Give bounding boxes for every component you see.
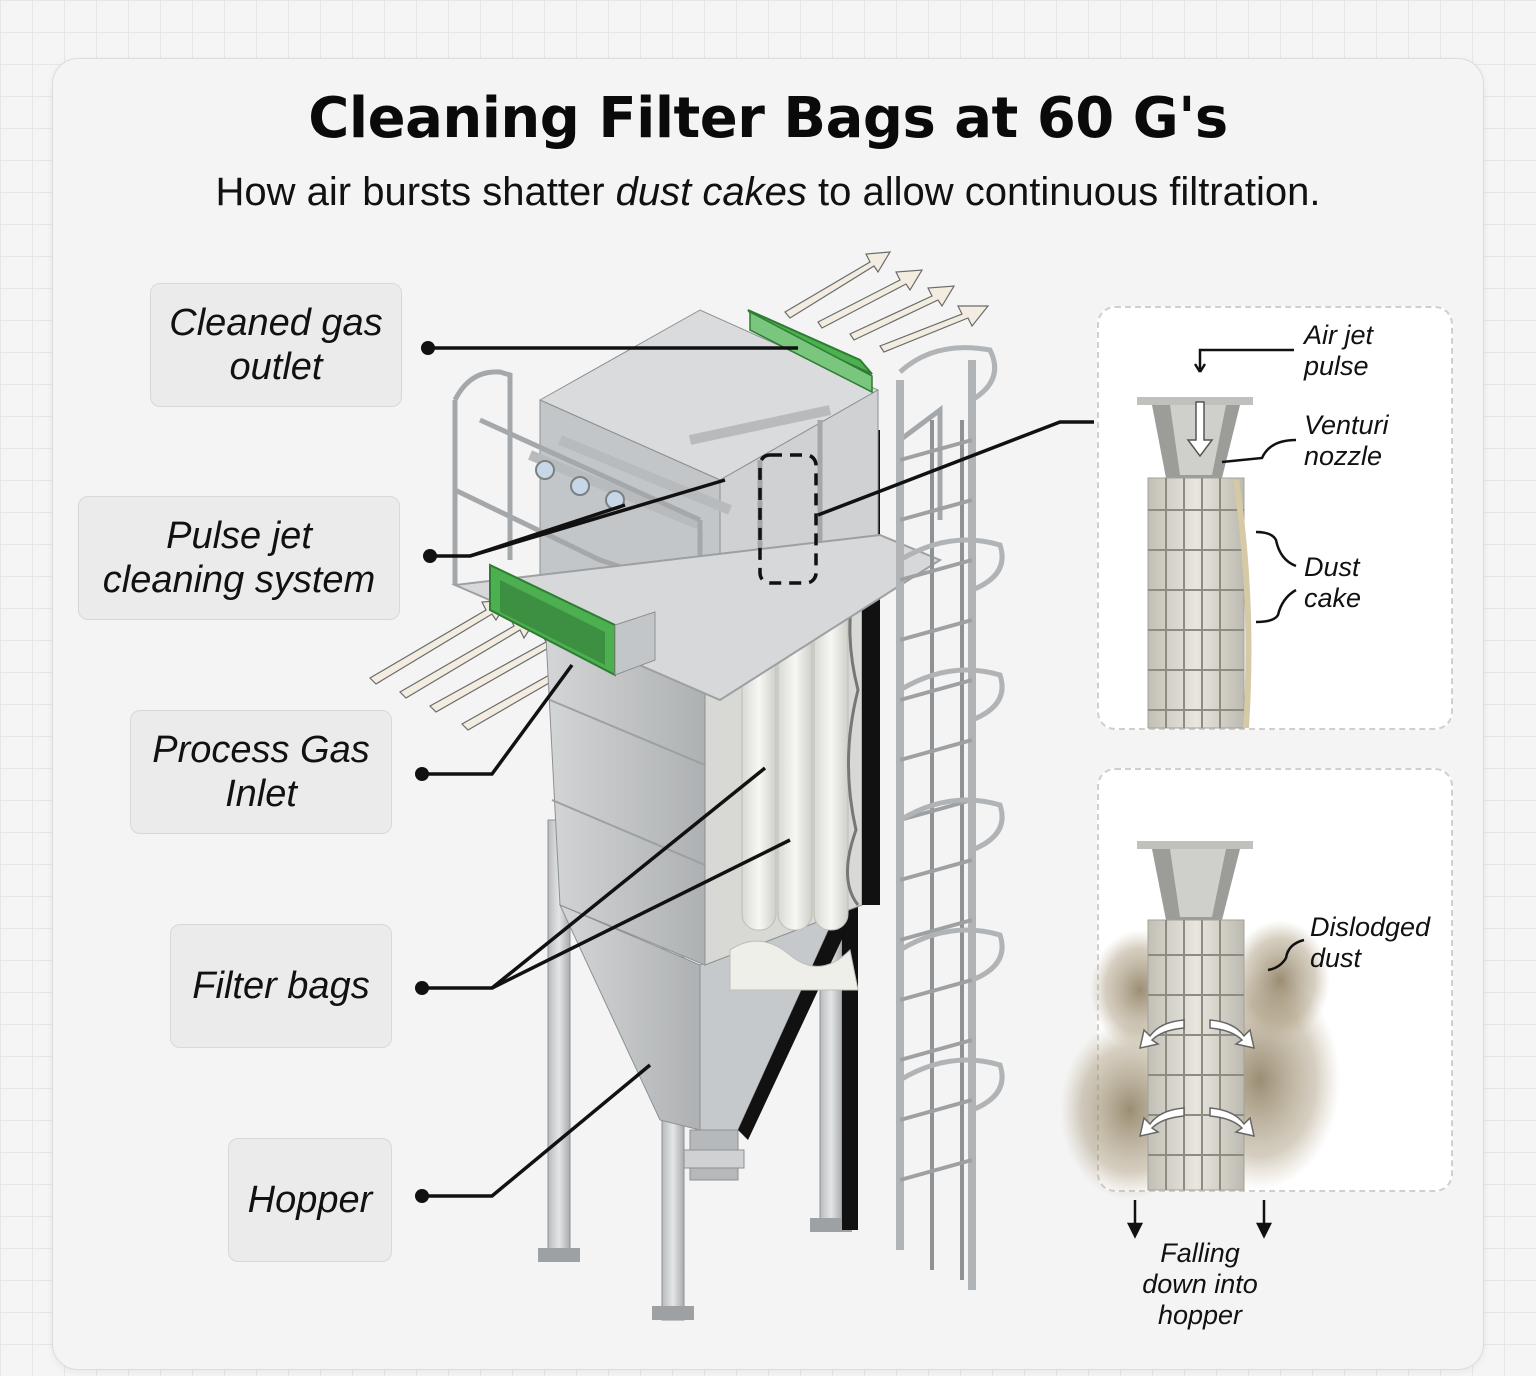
leader-hopper xyxy=(422,1063,652,1198)
label-pulse-jet-text: Pulse jet cleaning system xyxy=(102,515,376,601)
outlet-gas-arrows xyxy=(784,251,990,353)
leader-inset xyxy=(817,420,1094,517)
leader-dots xyxy=(415,341,437,1203)
page-title: Cleaning Filter Bags at 60 G's xyxy=(308,86,1228,151)
callout-air-jet-pulse: Air jet pulse xyxy=(1304,320,1374,381)
label-process-gas-inlet: Process Gas Inlet xyxy=(130,710,392,834)
subtitle-after: to allow continuous filtration. xyxy=(806,170,1321,214)
label-pulse-jet: Pulse jet cleaning system xyxy=(78,496,400,620)
label-process-gas-inlet-text: Process Gas Inlet xyxy=(152,729,370,815)
label-hopper: Hopper xyxy=(228,1138,392,1262)
label-filter-bags-text: Filter bags xyxy=(192,965,370,1007)
subtitle-before: How air bursts shatter xyxy=(215,170,616,214)
access-ladder xyxy=(896,345,1005,1290)
label-filter-bags: Filter bags xyxy=(170,924,392,1048)
callout-falling-into-hopper: Falling down into hopper xyxy=(1142,1238,1258,1330)
callout-dislodged-dust: Dislodged dust xyxy=(1310,912,1431,973)
label-hopper-text: Hopper xyxy=(247,1179,373,1221)
leader-process-gas-inlet xyxy=(422,663,574,776)
callout-dust-cake: Dust cake xyxy=(1304,552,1362,613)
platform-railing xyxy=(451,369,943,702)
leader-pulse-jet-branch xyxy=(469,503,626,558)
label-cleaned-gas-outlet-text: Cleaned gas outlet xyxy=(169,302,383,388)
leader-filter-bags-branch xyxy=(491,838,791,990)
label-cleaned-gas-outlet: Cleaned gas outlet xyxy=(150,283,402,407)
callout-venturi-nozzle: Venturi nozzle xyxy=(1304,410,1389,471)
bag-top-highlight xyxy=(758,453,818,585)
hopper-cone xyxy=(558,904,858,1181)
inlet-flange xyxy=(489,563,656,677)
page-subtitle: How air bursts shatter dust cakes to all… xyxy=(0,170,1536,215)
leader-lines xyxy=(422,346,1094,1198)
inset-bottom-graphic xyxy=(1060,841,1340,1200)
subtitle-emphasis: dust cakes xyxy=(615,170,807,214)
pulse-jet-manifold xyxy=(528,405,832,530)
inset-bottom-leaders xyxy=(1126,938,1305,1239)
inset-top-leaders xyxy=(1193,348,1297,624)
inset-top-graphic xyxy=(1137,397,1253,729)
